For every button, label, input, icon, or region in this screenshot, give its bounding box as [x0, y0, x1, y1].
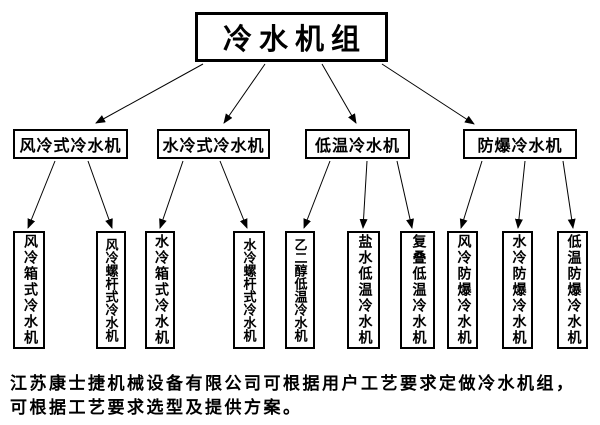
footer-note-line2: 可根据工艺要求选型及提供方案。	[10, 398, 303, 417]
node-air-cooled-chiller: 风冷式冷水机	[13, 129, 128, 159]
node-water-cooled-screw-chiller-label: 水冷螺杆式冷水机	[241, 238, 257, 342]
arrow-root-to-watercooled	[223, 63, 266, 124]
node-brine-low-temp-chiller-label: 盐水低温冷水机	[356, 234, 372, 346]
node-cascade-low-temp-chiller-label: 复叠低温冷水机	[410, 234, 426, 346]
arrow-expproof-to-aircooled	[459, 160, 483, 229]
node-air-cooled-box-chiller: 风冷箱式冷水机	[13, 231, 45, 349]
node-low-temp-exp-proof-chiller-label: 低温防爆冷水机	[565, 234, 581, 346]
arrow-lowtemp-to-brine	[359, 160, 368, 229]
node-air-cooled-screw-chiller: 风冷螺杆式冷水机	[96, 231, 126, 349]
node-low-temp-exp-proof-chiller: 低温防爆冷水机	[557, 231, 588, 349]
node-explosion-proof-chiller: 防爆冷水机	[463, 129, 577, 159]
arrow-watercooled-to-box	[159, 160, 184, 229]
footer-note: 江苏康士捷机械设备有限公司可根据用户工艺要求定做冷水机组， 可根据工艺要求选型及…	[10, 372, 595, 420]
arrow-expproof-to-lowtemp	[562, 160, 576, 229]
arrow-expproof-to-watercooled	[514, 160, 526, 229]
node-water-cooled-exp-proof-chiller-label: 水冷防爆冷水机	[510, 234, 526, 346]
node-water-cooled-chiller-label: 水冷式冷水机	[162, 138, 265, 155]
node-air-cooled-exp-proof-chiller-label: 风冷防爆冷水机	[455, 234, 471, 346]
arrow-root-to-expproof	[381, 63, 475, 125]
arrow-aircooled-to-screw	[87, 160, 113, 229]
node-cascade-low-temp-chiller: 复叠低温冷水机	[400, 231, 435, 349]
arrow-watercooled-to-screw	[219, 160, 248, 229]
node-air-cooled-screw-chiller-label: 风冷螺杆式冷水机	[103, 238, 119, 342]
node-glycol-low-temp-chiller: 乙二醇低温冷水机	[285, 231, 315, 349]
arrow-lowtemp-to-glycol	[303, 160, 331, 229]
arrow-root-to-lowtemp	[321, 63, 357, 124]
node-water-cooled-box-chiller: 水冷箱式冷水机	[145, 231, 175, 349]
arrow-lowtemp-to-cascade	[396, 160, 414, 229]
node-water-cooled-screw-chiller: 水冷螺杆式冷水机	[233, 231, 265, 349]
node-explosion-proof-chiller-label: 防爆冷水机	[477, 138, 563, 155]
node-air-cooled-exp-proof-chiller: 风冷防爆冷水机	[447, 231, 478, 349]
node-water-cooled-exp-proof-chiller: 水冷防爆冷水机	[502, 231, 533, 349]
node-air-cooled-chiller-label: 风冷式冷水机	[19, 138, 122, 155]
footer-note-line1: 江苏康士捷机械设备有限公司可根据用户工艺要求定做冷水机组，	[10, 374, 576, 393]
node-water-cooled-box-chiller-label: 水冷箱式冷水机	[153, 234, 168, 346]
node-water-cooled-chiller: 水冷式冷水机	[157, 129, 270, 159]
node-chiller-unit: 冷水机组	[195, 12, 388, 62]
arrow-aircooled-to-box	[27, 160, 56, 229]
arrow-root-to-aircooled	[95, 63, 204, 124]
node-chiller-unit-label: 冷水机组	[222, 24, 367, 56]
node-low-temp-chiller: 低温冷水机	[305, 129, 410, 159]
node-glycol-low-temp-chiller-label: 乙二醇低温冷水机	[292, 238, 308, 342]
node-air-cooled-box-chiller-label: 风冷箱式冷水机	[22, 234, 37, 346]
node-brine-low-temp-chiller: 盐水低温冷水机	[347, 231, 380, 349]
node-low-temp-chiller-label: 低温冷水机	[314, 138, 400, 155]
